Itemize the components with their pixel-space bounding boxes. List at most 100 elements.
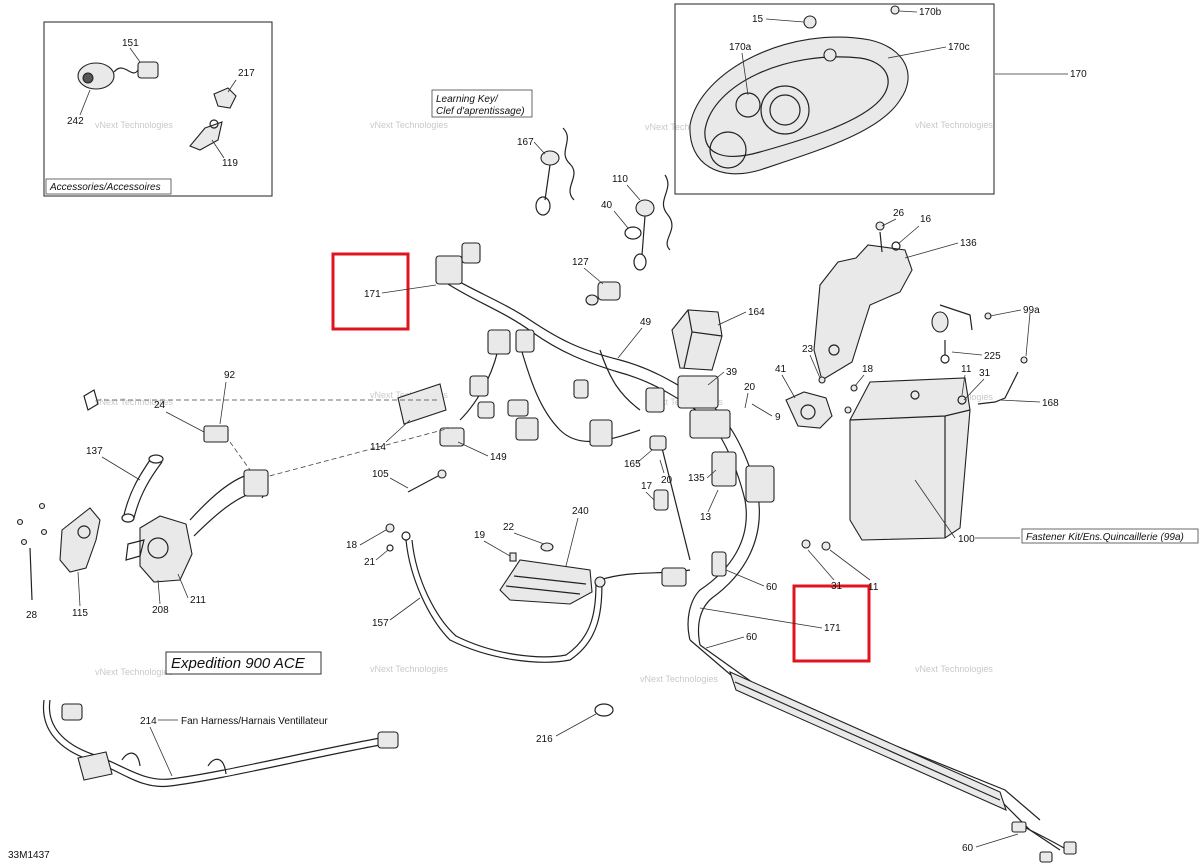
part-label: 119 (222, 158, 238, 169)
part-label-41: 41 (775, 364, 787, 375)
part-label-211: 211 (190, 595, 206, 606)
ignition-switch-part (77, 61, 159, 90)
part-label-208: 208 (152, 605, 169, 616)
watermark-text: vNext Technologies (370, 120, 448, 130)
watermark-text: vNext Technologies (95, 667, 173, 677)
part-label-115: 115 (72, 608, 88, 619)
main-harness-part (397, 242, 1061, 851)
accessories-inset: 151 217 242 119 Accessories/Accessoires (43, 21, 273, 197)
learning-key-line-2: Clef d'aprentissage) (436, 106, 525, 117)
part-label-20: 20 (744, 382, 756, 393)
battery-100-part (849, 377, 971, 541)
watermark-text: vNext Technologies (640, 674, 718, 684)
throttle-208-part (125, 469, 269, 583)
connector-92-part (83, 389, 229, 443)
part-label-18: 18 (346, 540, 358, 551)
fan-harness-note: Fan Harness/Harnais Ventillateur (181, 716, 328, 727)
part-label: 151 (122, 38, 139, 49)
part-label-28: 28 (26, 610, 38, 621)
part-label-105: 105 (372, 469, 389, 480)
part-label-240: 240 (572, 506, 589, 517)
part-label-60: 60 (962, 843, 974, 854)
part-label-26: 26 (893, 208, 905, 219)
part-label-20: 20 (661, 475, 673, 486)
watermark-text: vNext Technologies (95, 120, 173, 130)
part-label-40: 40 (601, 200, 613, 211)
part-label-100: 100 (958, 534, 975, 545)
grommet-216-part (594, 703, 614, 717)
part-label-110: 110 (612, 174, 628, 185)
part-label-11: 11 (961, 364, 972, 375)
part-label-92: 92 (224, 370, 236, 381)
part-label-24: 24 (154, 400, 166, 411)
part-label: 217 (238, 68, 255, 79)
watermark-text: vNext Technologies (645, 122, 723, 132)
part-label-137: 137 (86, 446, 103, 457)
part-label-60: 60 (746, 632, 758, 643)
part-label-136: 136 (960, 238, 977, 249)
accessories-title: Accessories/Accessoires (49, 182, 161, 193)
part-label-168: 168 (1042, 398, 1059, 409)
part-label-99a: 99a (1023, 305, 1040, 316)
part-label-60: 60 (766, 582, 778, 593)
part-label-171: 171 (824, 623, 841, 634)
switch-127-part (585, 281, 621, 306)
part-label-21: 21 (364, 557, 376, 568)
part-label-17: 17 (641, 481, 653, 492)
solenoid-41-part (785, 376, 858, 429)
part-label-157: 157 (372, 618, 389, 629)
relay-164-part (671, 309, 723, 371)
watermark-text: vNext Technologies (370, 664, 448, 674)
part-label: 170a (729, 42, 752, 53)
model-title-box: Expedition 900 ACE (165, 651, 322, 675)
part-label-164: 164 (748, 307, 765, 318)
part-label-22: 22 (503, 522, 515, 533)
part-label-13: 13 (700, 512, 712, 523)
ground-cable-157-part (385, 523, 606, 663)
gauge-inset: 15 170b 170a 170c (674, 3, 995, 195)
drawing-code: 33M1437 (8, 850, 50, 861)
model-title: Expedition 900 ACE (171, 655, 306, 672)
part-label-216: 216 (536, 734, 553, 745)
part-label-23: 23 (802, 344, 814, 355)
highlight-171-upper[interactable]: 171 (331, 252, 437, 331)
fan-harness-214-part (42, 699, 399, 788)
part-label-19: 19 (474, 530, 486, 541)
part-label: 242 (67, 116, 84, 127)
learning-key-line-1: Learning Key/ (436, 94, 499, 105)
highlight-171-lower[interactable]: 171 (699, 584, 871, 663)
hose-137-part (121, 454, 164, 523)
learning-key-part (535, 127, 575, 216)
fastener-31-part (801, 539, 831, 551)
bracket-136-part (813, 221, 913, 381)
part-label-9: 9 (775, 412, 781, 423)
part-label-149: 149 (490, 452, 507, 463)
part-label-135: 135 (688, 473, 705, 484)
part-label: 15 (752, 14, 764, 25)
part-label-214: 214 (140, 716, 157, 727)
part-label-127: 127 (572, 257, 589, 268)
watermark-text: vNext Technologies (915, 120, 993, 130)
learning-key-annotation: Learning Key/ Clef d'aprentissage) (431, 89, 533, 118)
key-fob-part (189, 87, 237, 151)
module-240-part (499, 542, 593, 605)
watermark-text: vNext Technologies (915, 664, 993, 674)
part-label-165: 165 (624, 459, 641, 470)
part-label-16: 16 (920, 214, 932, 225)
part-label-170: 170 (1070, 69, 1087, 80)
long-harness-part (729, 670, 1077, 863)
part-label-11: 11 (868, 582, 879, 593)
part-label: 170b (919, 7, 942, 18)
safety-key-part (624, 174, 673, 271)
part-label-31: 31 (831, 581, 843, 592)
part-label-171: 171 (364, 289, 381, 300)
part-label-225: 225 (984, 351, 1001, 362)
part-label-31: 31 (979, 368, 991, 379)
part-label-18: 18 (862, 364, 874, 375)
highlight-box (331, 252, 410, 331)
part-label-167: 167 (517, 137, 534, 148)
watermark-text: vNext Technologies (95, 397, 173, 407)
fastener-kit-note: Fastener Kit/Ens.Quincaillerie (99a) (1026, 532, 1184, 543)
part-label: 170c (948, 42, 970, 53)
